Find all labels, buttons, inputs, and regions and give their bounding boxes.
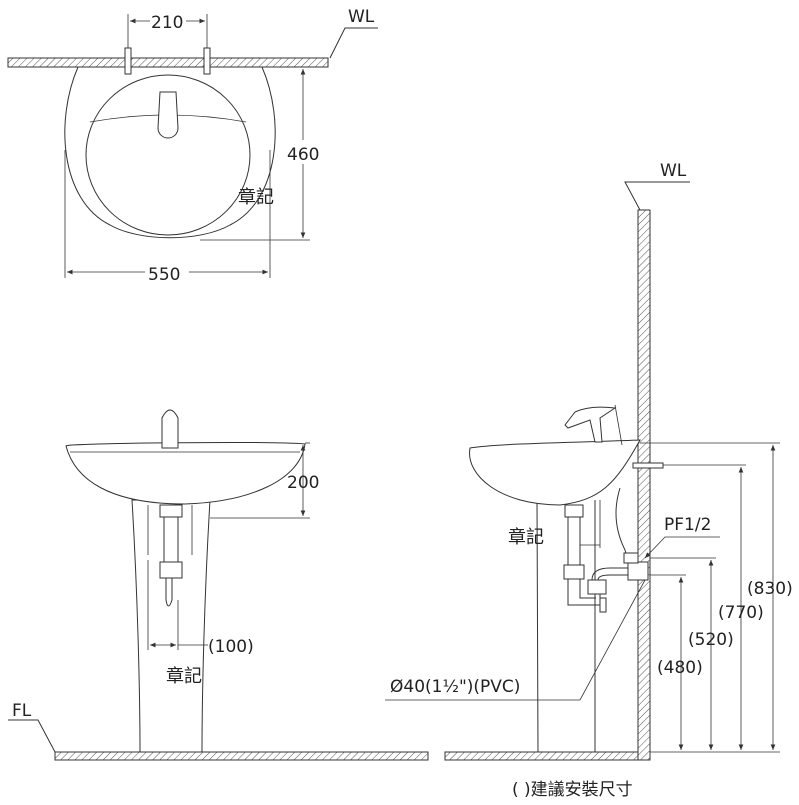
basin-outline [64, 66, 276, 239]
anchor-bolt-left [124, 47, 132, 75]
drain-label: Ø40(1½")(PVC) [390, 677, 520, 697]
footnote: ( )建議安裝尺寸 [512, 780, 633, 800]
top-view: WL 210 460 章記 550 [7, 7, 378, 285]
dim-770: (770) [718, 603, 764, 623]
wall-hatch [7, 57, 329, 68]
side-wl-label: WL [660, 161, 687, 181]
basin-side [469, 439, 641, 506]
side-wall-hatch [637, 209, 651, 761]
faucet-side [564, 406, 617, 443]
faucet-front [161, 409, 179, 449]
front-view: 200 (100) 章記 FL [8, 409, 429, 761]
anchor-bolt-right [203, 47, 211, 75]
pf-leader [644, 536, 720, 559]
side-view: WL 章記 PF1/2 Ø40(1½")(PVC) (830) ( [385, 161, 793, 761]
drain-leader [385, 579, 646, 701]
dim-480: (480) [657, 658, 703, 678]
dim-550: 550 [148, 265, 180, 285]
stamp-front: 章記 [166, 666, 202, 687]
fl-leader [8, 719, 56, 753]
faucet-top [157, 91, 179, 139]
dim-520: (520) [688, 630, 734, 650]
floor-hatch [54, 751, 429, 761]
dim-210: 210 [151, 13, 183, 33]
wl-leader [329, 27, 378, 59]
stamp-top: 章記 [238, 187, 274, 208]
pf-label: PF1/2 [664, 515, 711, 535]
wl-label: WL [348, 7, 375, 27]
side-wl-leader [624, 181, 690, 211]
basin-front [65, 442, 306, 505]
dim-100: (100) [208, 637, 254, 657]
stamp-side: 章記 [508, 527, 544, 548]
fl-label: FL [12, 701, 32, 721]
bowl-outline [85, 74, 251, 236]
side-floor-hatch [444, 751, 639, 761]
dim-460: 460 [287, 145, 319, 165]
dim-200: 200 [287, 473, 319, 493]
dim-830: (830) [747, 579, 793, 599]
